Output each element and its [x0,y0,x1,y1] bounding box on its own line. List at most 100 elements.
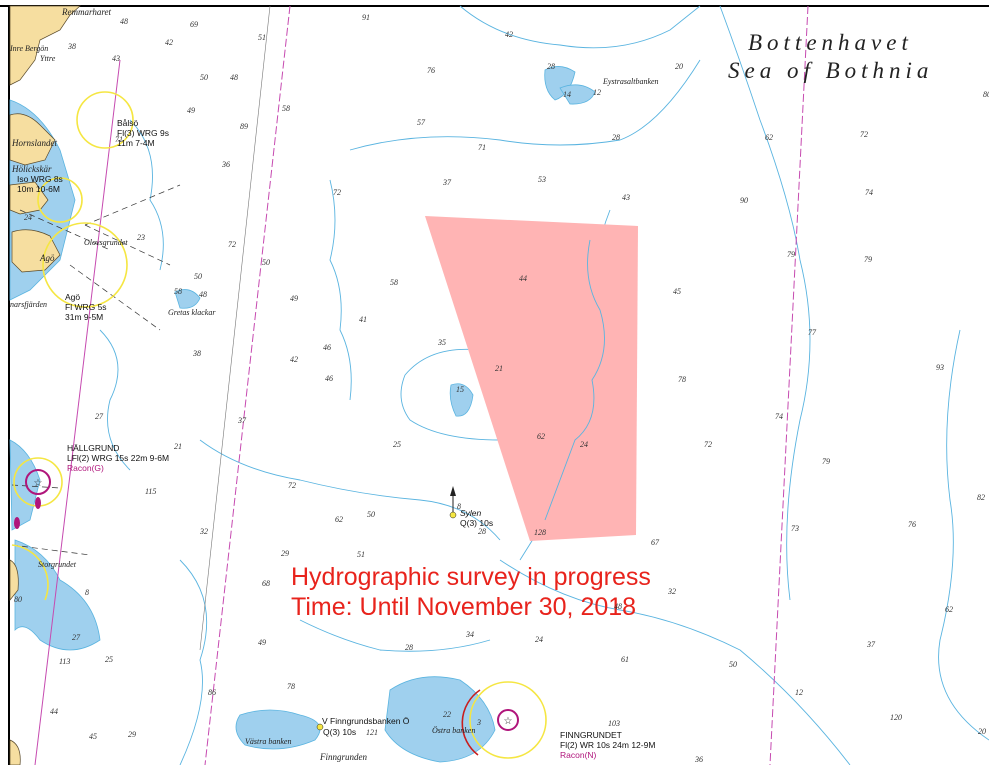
place-finngrunden: Finngrunden [320,752,367,762]
depth-sounding: 43 [112,54,120,63]
depth-sounding: 28 [478,527,486,536]
depth-sounding: 25 [393,440,401,449]
place-yttre: Yttre [40,54,56,63]
depth-sounding: 20 [675,62,683,71]
leading-lines [11,184,181,556]
depth-sounding: 50 [367,510,375,519]
survey-area[interactable] [425,216,638,541]
depth-sounding: 34 [466,630,474,639]
depth-sounding: 86 [208,688,216,697]
depth-sounding: 69 [190,20,198,29]
depth-sounding: 113 [59,657,71,666]
depth-sounding: 72 [860,130,868,139]
depth-sounding: 21 [495,364,503,373]
depth-sounding: 115 [145,487,157,496]
svg-text:☆: ☆ [34,478,43,489]
depth-sounding: 51 [258,33,266,42]
depth-sounding: 78 [678,375,686,384]
depth-sounding: 50 [729,660,737,669]
depth-sounding: 45 [673,287,681,296]
depth-sounding: 22 [443,710,451,719]
place-ago: Agö [40,253,55,263]
depth-sounding: 38 [68,42,76,51]
depth-sounding: 74 [865,188,873,197]
depth-sounding: 24 [24,213,32,222]
depth-sounding: 49 [258,638,266,647]
depth-sounding: 103 [608,719,620,728]
depth-sounding: 46 [323,343,331,352]
depth-sounding: 28 [405,643,413,652]
depth-sounding: 51 [357,550,365,559]
depth-sounding: 3 [477,718,481,727]
depth-sounding: 80 [983,90,989,99]
depth-sounding: 24 [580,440,588,449]
depth-sounding: 44 [50,707,58,716]
place-narsfjarden: narsfjärden [10,300,48,309]
place-storgrundet: Storgrundet [38,560,76,569]
depth-sounding: 79 [864,255,872,264]
depth-sounding: 36 [695,755,703,764]
light-sylen: Sylen Q(3) 10s [460,508,494,528]
light-balso: Bålsö Fl(3) WRG 9s 11m 7-4M [117,118,169,148]
depth-sounding: 91 [362,13,370,22]
depth-sounding: 27 [72,633,80,642]
depth-sounding: 29 [281,549,289,558]
depth-sounding: 25 [105,655,113,664]
depth-sounding: 128 [534,528,546,537]
depth-sounding: 62 [335,515,343,524]
depth-sounding: 49 [187,106,195,115]
depth-sounding: 50 [194,272,202,281]
survey-notice: Hydrographic survey in progress Time: Un… [291,562,651,622]
depth-sounding: 62 [945,605,953,614]
depth-sounding: 120 [890,713,902,722]
depth-sounding: 35 [438,338,446,347]
place-ostra-banken: Östra banken [432,726,476,735]
depth-sounding: 38 [193,349,201,358]
light-hallgrund: HÄLLGRUND LFl(2) WRG 15s 22m 9-6M Racon(… [67,443,170,473]
depth-sounding: 50 [200,73,208,82]
depth-sounding: 32 [668,587,676,596]
depth-sounding: 71 [115,135,123,144]
depth-sounding: 49 [290,294,298,303]
depth-sounding: 72 [228,240,236,249]
depth-sounding: 27 [95,412,103,421]
depth-sounding: 72 [704,440,712,449]
depth-sounding: 12 [593,88,601,97]
place-gretas-klackar: Gretas klackar [168,308,216,317]
place-vastra-banken: Västra banken [245,737,292,746]
depth-sounding: 57 [417,118,425,127]
place-inre-bergon: Inre Bergön [10,44,49,53]
depth-sounding: 77 [808,328,816,337]
depth-sounding: 8 [85,588,89,597]
place-olovsgrundet: Olovsgrundet [84,238,128,247]
light-finngrundsbanken: Q(3) 10s [323,727,357,737]
depth-sounding: 73 [791,524,799,533]
notice-time: Time: Until November 30, 2018 [291,593,637,621]
depth-sounding: 53 [538,175,546,184]
depth-sounding: 42 [290,355,298,364]
place-finngrundsbanken: V Finngrundsbanken Ö [322,716,410,726]
light-sectors [11,91,547,759]
depth-sounding: 37 [443,178,451,187]
sea-name-line2: Sea of Bothnia [728,58,934,83]
notice-title: Hydrographic survey in progress [291,563,651,591]
depth-sounding: 37 [238,416,246,425]
depth-sounding: 29 [128,730,136,739]
depth-sounding: 58 [282,104,290,113]
depth-sounding: 8 [457,502,461,511]
depth-sounding: 50 [262,258,270,267]
depth-sounding: 15 [456,385,464,394]
depth-sounding: 67 [651,538,659,547]
depth-sounding: 90 [740,196,748,205]
depth-sounding: 89 [240,122,248,131]
depth-sounding: 79 [787,250,795,259]
depth-sounding: 42 [165,38,173,47]
light-ago: Agö Fl WRG 5s 31m 9-5M [65,292,107,322]
place-hornslandet: Hornslandet [12,138,57,148]
depth-sounding: 74 [775,412,783,421]
depth-sounding: 72 [333,188,341,197]
depth-sounding: 58 [174,287,182,296]
depth-sounding: 48 [120,17,128,26]
